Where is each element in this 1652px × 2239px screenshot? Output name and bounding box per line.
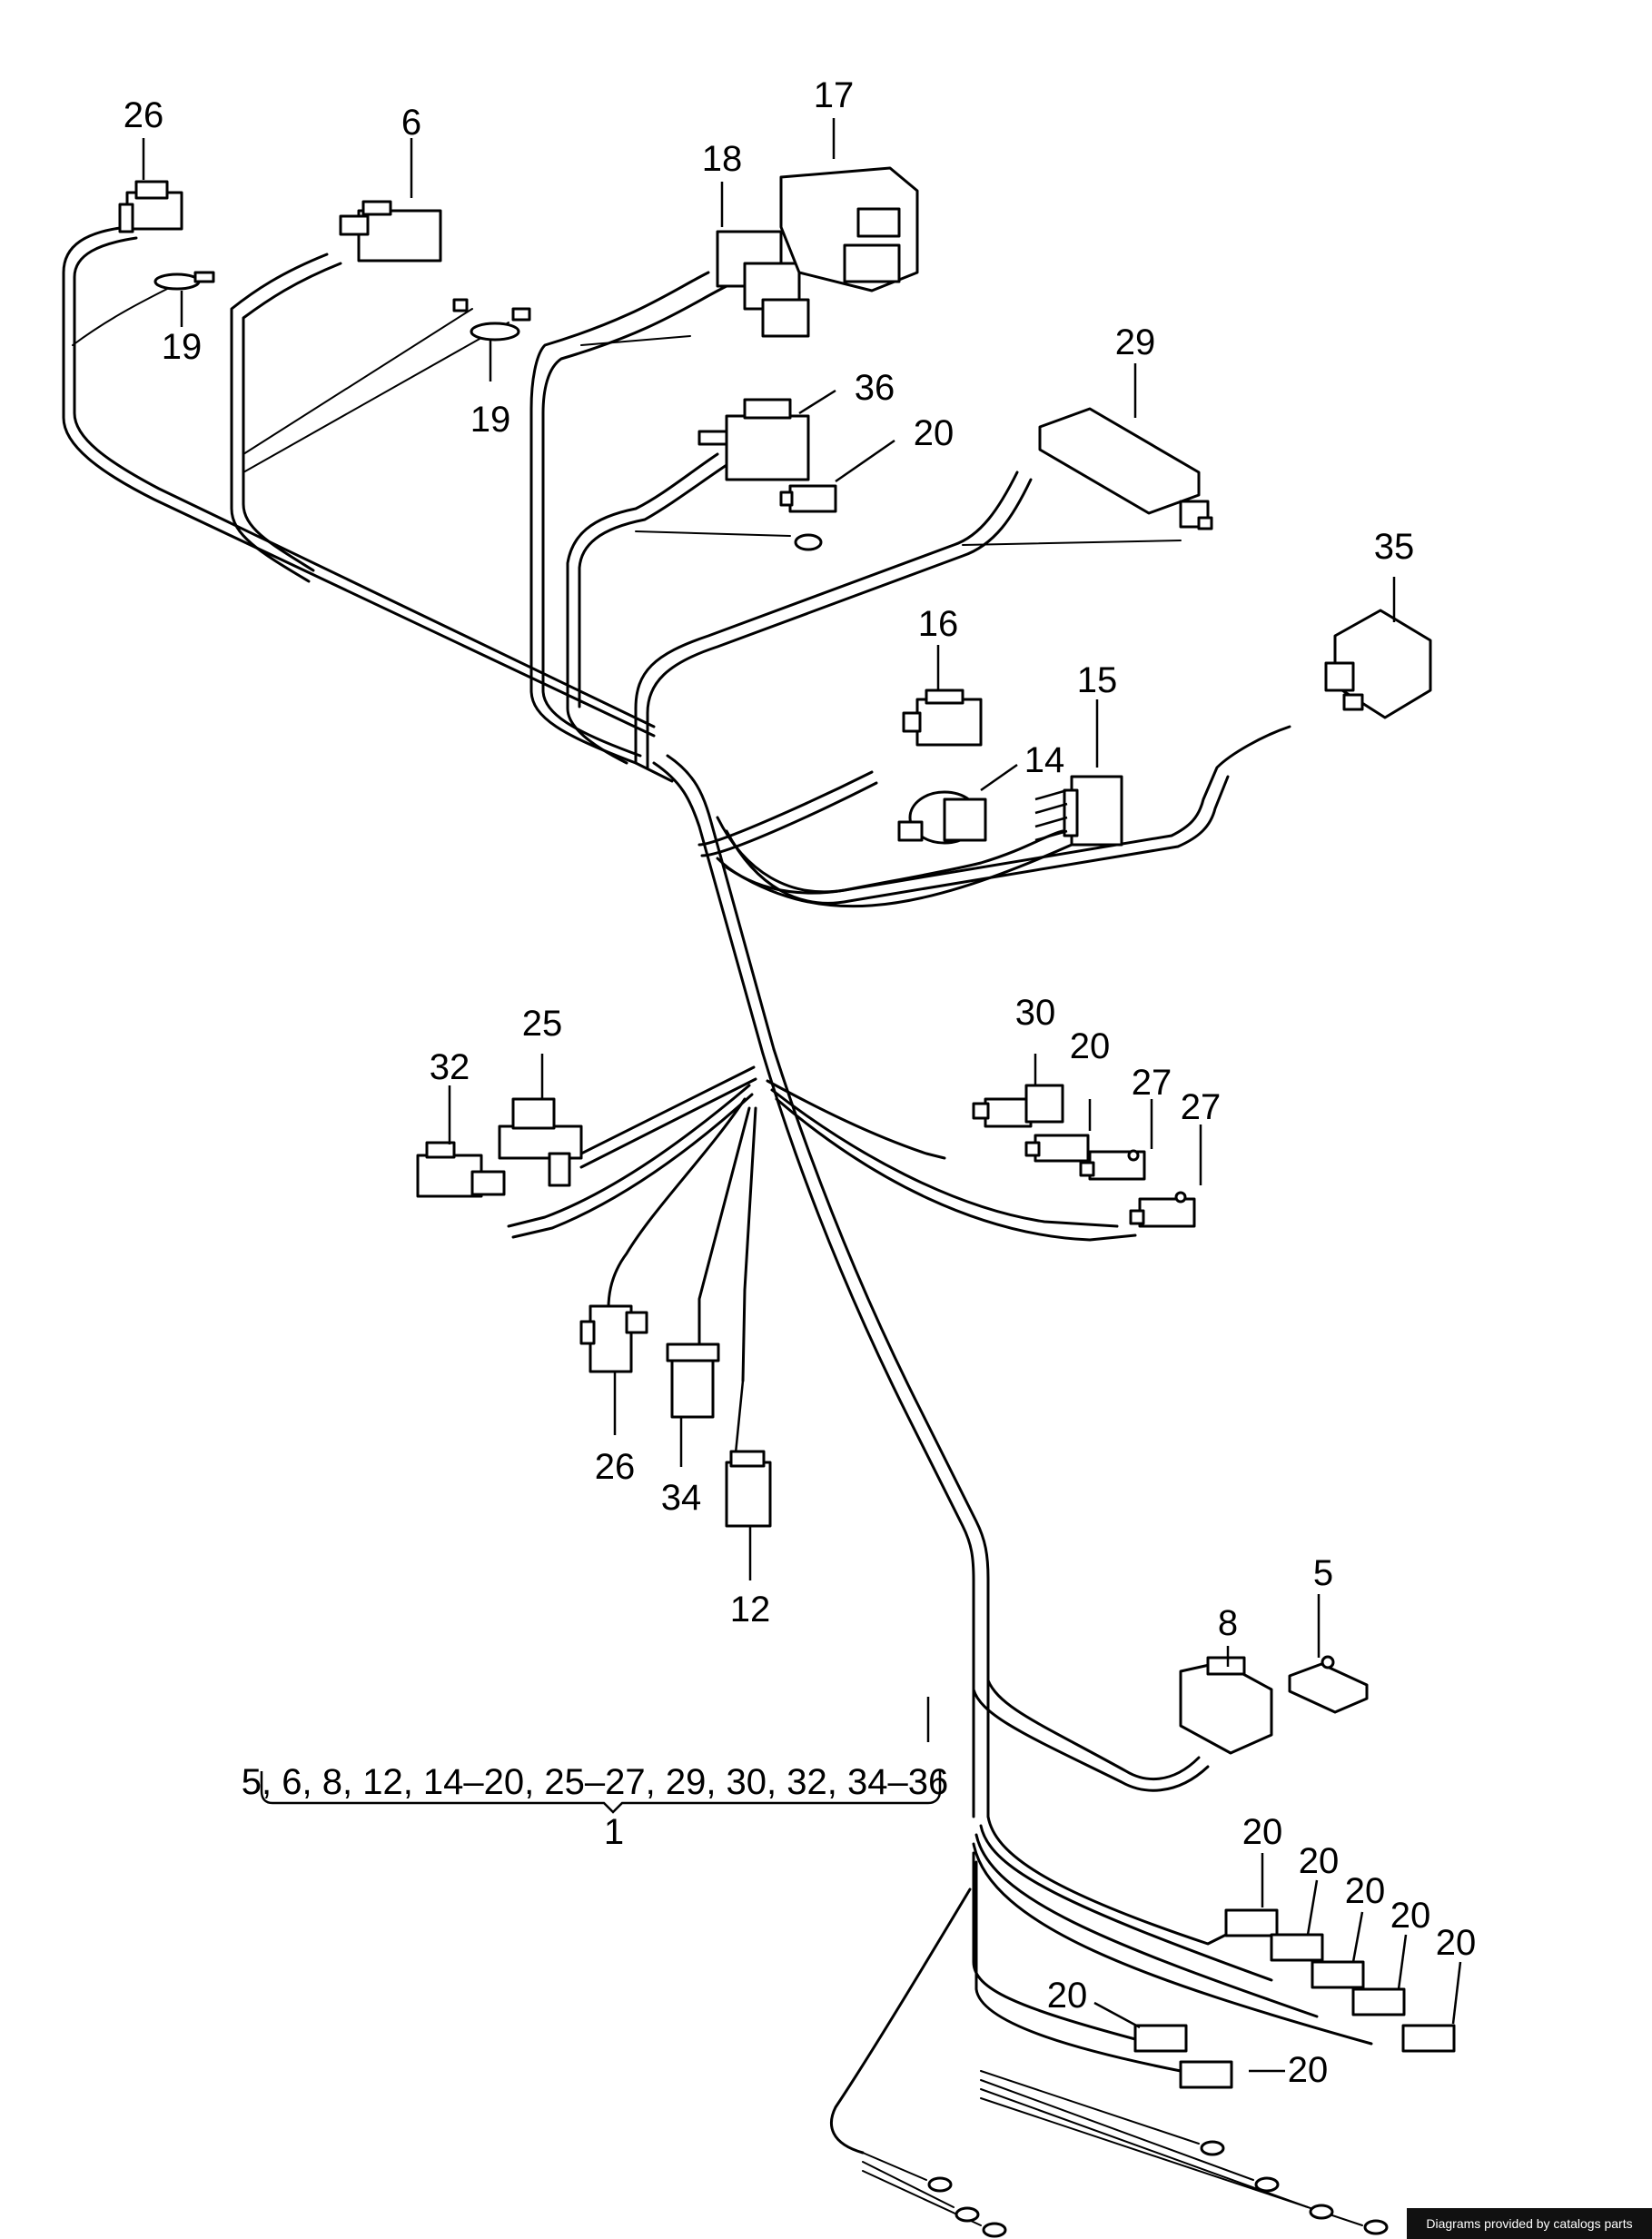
callout-30: 30 [1015, 993, 1056, 1033]
connector-14 [897, 790, 987, 845]
callout-20-l2: 20 [1288, 2050, 1329, 2090]
callout-20-mid: 20 [1070, 1026, 1111, 1066]
callout-20-r2: 20 [1299, 1841, 1340, 1881]
callout-20-top: 20 [914, 413, 955, 453]
connector-34 [666, 1342, 720, 1419]
callout-19-b: 19 [470, 400, 511, 440]
callout-29: 29 [1115, 322, 1156, 362]
connector-25 [498, 1097, 583, 1187]
callout-27-a: 27 [1132, 1063, 1172, 1103]
callout-35: 35 [1374, 527, 1415, 567]
callout-8: 8 [1218, 1603, 1238, 1643]
callout-15: 15 [1077, 660, 1118, 700]
wire-bundles [62, 225, 1373, 2226]
callout-20-r5: 20 [1436, 1923, 1477, 1963]
callout-20-r1: 20 [1242, 1812, 1283, 1852]
callout-16: 16 [918, 604, 959, 644]
connector-29 [1038, 407, 1213, 530]
connector-36 [697, 398, 810, 481]
bracket-contents: 5, 6, 8, 12, 14–20, 25–27, 29, 30, 32, 3… [242, 1762, 948, 1802]
callout-18: 18 [702, 139, 743, 179]
callout-36: 36 [855, 368, 895, 408]
connector-6 [339, 200, 442, 263]
callout-26-top: 26 [124, 95, 164, 135]
callout-32: 32 [430, 1047, 470, 1087]
callout-17: 17 [814, 75, 855, 115]
connector-15 [1034, 775, 1123, 847]
callout-labels: 26 6 17 18 19 19 29 36 20 35 16 15 14 25… [124, 75, 1477, 2090]
connector-35 [1324, 609, 1432, 719]
callout-6: 6 [401, 103, 421, 143]
callout-20-l1: 20 [1047, 1976, 1088, 2016]
connector-27-a [1079, 1149, 1146, 1181]
connector-8 [1179, 1656, 1273, 1755]
connector-18 [716, 230, 810, 338]
connectors-20-right [1224, 1908, 1456, 2053]
connector-12 [725, 1380, 772, 1528]
connector-20-mid [1024, 1134, 1090, 1163]
connector-26-bottom [579, 1304, 648, 1373]
connector-26-top [118, 180, 183, 233]
connector-19-a [153, 271, 215, 291]
callout-14: 14 [1024, 740, 1065, 780]
leader-lines [142, 118, 1462, 2073]
connector-32 [416, 1141, 506, 1198]
connectors-20-left [1133, 2024, 1233, 2089]
callout-5: 5 [1313, 1553, 1333, 1593]
callout-25: 25 [522, 1004, 563, 1044]
callout-12: 12 [730, 1590, 771, 1630]
connector-16 [902, 689, 983, 747]
connector-27-b [1129, 1191, 1196, 1228]
connector-5 [1288, 1655, 1369, 1714]
callout-19-a: 19 [162, 327, 203, 367]
callout-34: 34 [661, 1478, 702, 1518]
terminal-cluster-bottom [927, 2140, 1389, 2238]
connector-19-b [452, 298, 531, 342]
connector-17 [779, 166, 919, 292]
callout-27-b: 27 [1181, 1087, 1222, 1127]
group-bracket [260, 1697, 942, 1814]
callout-20-r3: 20 [1345, 1871, 1386, 1911]
callout-20-r4: 20 [1390, 1896, 1431, 1936]
connector-20-top [779, 484, 837, 551]
credit-banner: Diagrams provided by catalogs parts [1407, 2208, 1652, 2239]
connector-30 [972, 1084, 1064, 1128]
callout-1: 1 [604, 1812, 624, 1852]
callout-26-bottom: 26 [595, 1447, 636, 1487]
